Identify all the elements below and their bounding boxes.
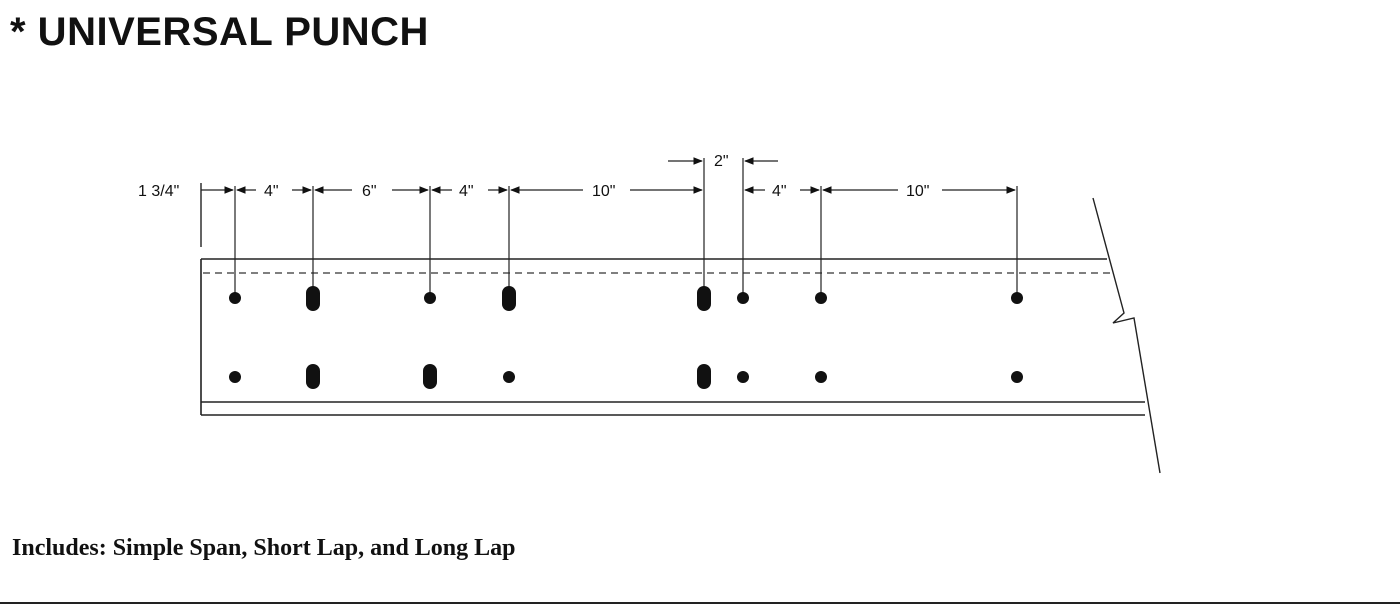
round-hole bbox=[424, 292, 436, 304]
dim-label-6: 4" bbox=[772, 183, 787, 200]
slotted-hole bbox=[306, 364, 320, 389]
round-hole bbox=[815, 292, 827, 304]
round-hole bbox=[229, 292, 241, 304]
dim-label-2: 6" bbox=[362, 183, 377, 200]
round-hole bbox=[737, 371, 749, 383]
round-hole bbox=[503, 371, 515, 383]
dim-label-5: 2" bbox=[714, 153, 729, 170]
slotted-hole bbox=[306, 286, 320, 311]
slotted-hole bbox=[423, 364, 437, 389]
dim-label-3: 4" bbox=[459, 183, 474, 200]
beam-outline bbox=[200, 258, 1145, 416]
slotted-hole bbox=[502, 286, 516, 311]
dim-label-1: 4" bbox=[264, 183, 279, 200]
dim-end-offset: 1 3/4" bbox=[138, 183, 179, 200]
slotted-hole bbox=[697, 286, 711, 311]
dim-label-7: 10" bbox=[906, 183, 929, 200]
dimension-lines bbox=[201, 157, 1016, 194]
dim-label-4: 10" bbox=[592, 183, 615, 200]
diagram-title: * UNIVERSAL PUNCH bbox=[10, 10, 429, 54]
round-hole bbox=[229, 371, 241, 383]
round-hole bbox=[1011, 292, 1023, 304]
break-line bbox=[1092, 197, 1161, 474]
includes-note: Includes: Simple Span, Short Lap, and Lo… bbox=[12, 535, 516, 561]
top-hole-row bbox=[229, 286, 1023, 311]
round-hole bbox=[737, 292, 749, 304]
bottom-divider bbox=[0, 602, 1400, 604]
round-hole bbox=[815, 371, 827, 383]
slotted-hole bbox=[697, 364, 711, 389]
bottom-hole-row bbox=[229, 364, 1023, 389]
round-hole bbox=[1011, 371, 1023, 383]
extension-lines bbox=[234, 158, 1018, 297]
